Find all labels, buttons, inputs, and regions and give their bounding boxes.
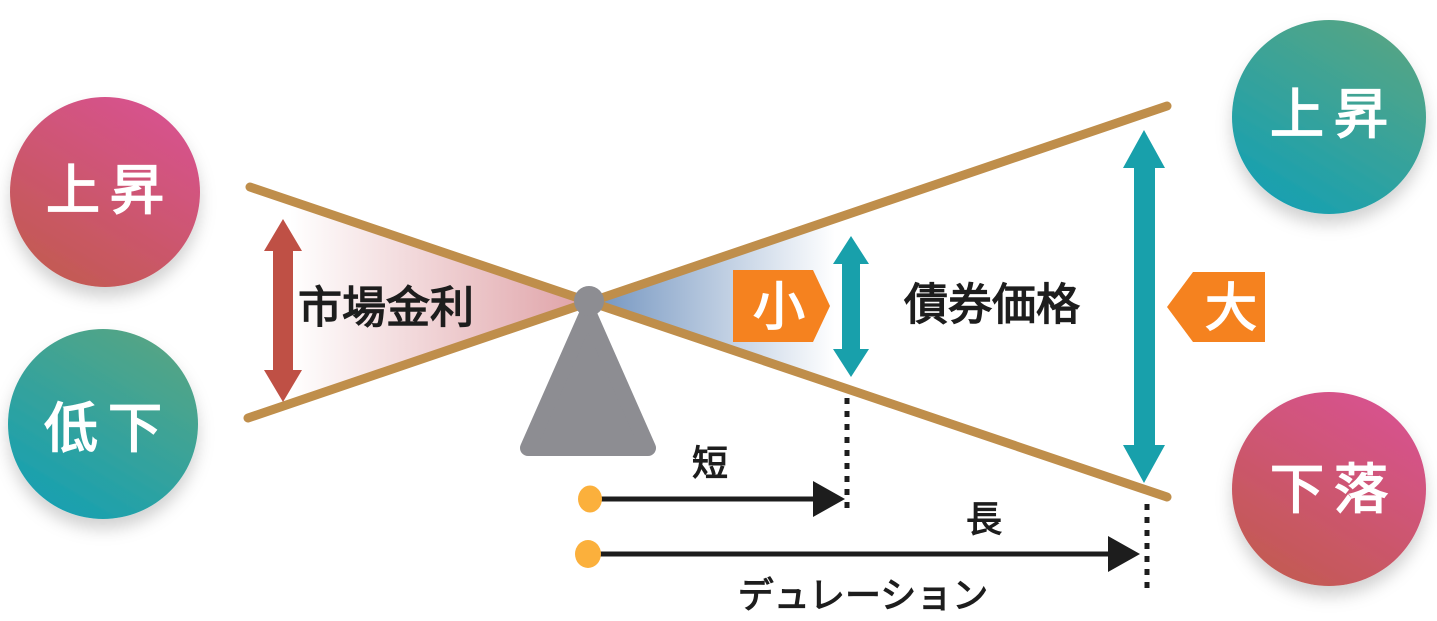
short-arrow-head-icon: [813, 481, 845, 517]
bond-price-label: 債券価格: [903, 281, 1081, 330]
bond-price-down-label: 下落: [1270, 457, 1398, 521]
short-duration-arrow: [578, 481, 845, 517]
fulcrum-triangle: [520, 304, 656, 456]
large-badge-label: 大: [1205, 280, 1257, 338]
long-label: 長: [966, 499, 1003, 540]
rate-wedge-fill: [248, 187, 591, 418]
market-rate-up-circle: 上昇: [10, 97, 200, 287]
long-arrow-head-icon: [1108, 536, 1140, 572]
market-rate-double-arrow-icon: [264, 219, 302, 402]
market-rate-down-label: 低下: [44, 396, 172, 460]
long-duration-arrow: [575, 536, 1140, 572]
seesaw-beam-descending: [245, 182, 1172, 502]
market-rate-down-circle: 低下: [8, 329, 198, 519]
market-rate-label: 市場金利: [298, 284, 474, 333]
market-rate-up-label: 上昇: [46, 158, 174, 222]
bond-price-down-circle: 下落: [1232, 392, 1426, 586]
market-rate-down-circle-shape: [8, 329, 198, 519]
bond-price-small-double-arrow-icon: [833, 236, 869, 377]
duration-label: デュレーション: [738, 575, 989, 616]
long-arrow-origin-dot-icon: [575, 540, 601, 568]
small-badge-shape: [733, 270, 830, 342]
short-label: 短: [692, 443, 728, 484]
short-arrow-origin-dot-icon: [578, 485, 602, 513]
bond-price-down-circle-shape: [1232, 392, 1426, 586]
seesaw-beam-ascending: [243, 101, 1172, 423]
small-change-badge: 小: [733, 270, 830, 342]
pivot-circle: [574, 286, 604, 316]
bond-price-up-label: 上昇: [1270, 82, 1398, 146]
small-badge-label: 小: [753, 279, 805, 337]
market-rate-up-circle-shape: [10, 97, 200, 287]
bond-price-up-circle: 上昇: [1232, 20, 1426, 214]
large-change-badge: 大: [1167, 272, 1265, 342]
bond-price-large-double-arrow-icon: [1123, 130, 1165, 483]
large-badge-shape: [1167, 272, 1265, 342]
bond-price-up-circle-shape: [1232, 20, 1426, 214]
